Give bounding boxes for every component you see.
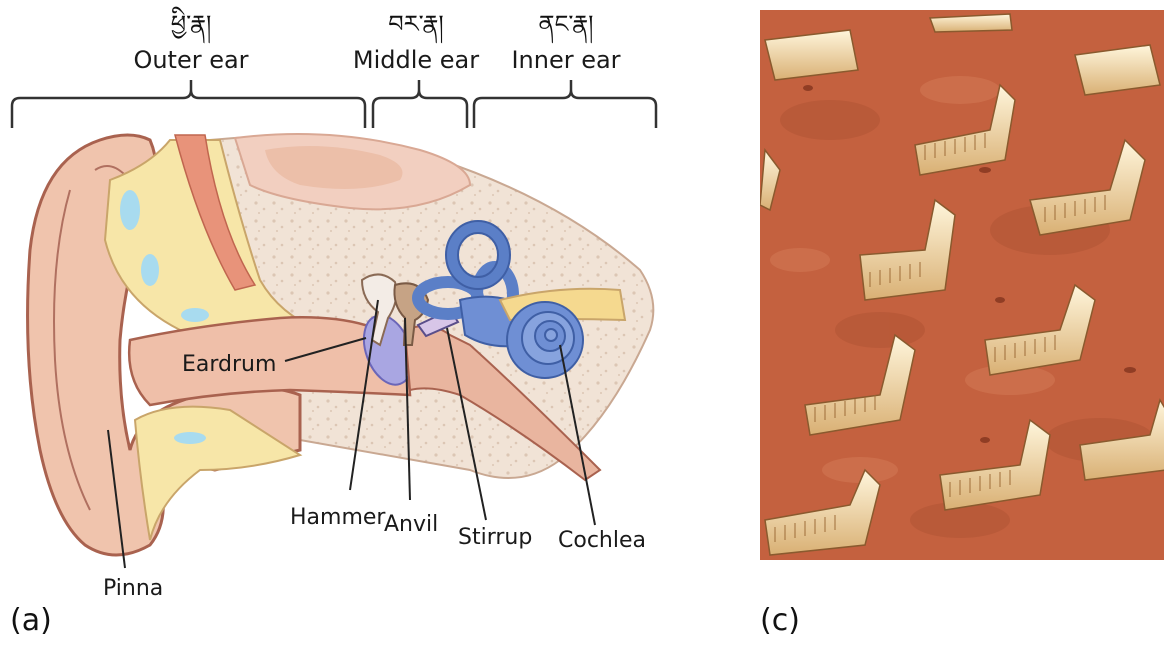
panel-c-label: (c) bbox=[760, 603, 800, 638]
section-headers: ཕྱི་རྣ། Outer ear བར་རྣ། Middle ear ནང་ར… bbox=[133, 6, 620, 74]
panel-a-label: (a) bbox=[10, 603, 52, 638]
hair-cell-micrograph bbox=[760, 10, 1164, 560]
anvil-label: Anvil bbox=[384, 512, 438, 537]
outer-ear-tibetan: ཕྱི་རྣ། bbox=[171, 6, 212, 44]
cochlea-label: Cochlea bbox=[558, 528, 646, 553]
pinna-label: Pinna bbox=[103, 576, 163, 601]
eardrum-label: Eardrum bbox=[182, 352, 276, 377]
cochlea-shape bbox=[507, 302, 583, 378]
outer-ear-brace bbox=[12, 80, 365, 128]
middle-ear-brace bbox=[373, 80, 467, 128]
middle-ear-tibetan: བར་རྣ། bbox=[388, 10, 444, 44]
hammer-label: Hammer bbox=[290, 505, 386, 530]
middle-ear-label: Middle ear bbox=[353, 46, 479, 74]
stirrup-label: Stirrup bbox=[458, 525, 532, 550]
section-braces bbox=[12, 80, 656, 128]
inner-ear-label: Inner ear bbox=[511, 46, 620, 74]
outer-ear-label: Outer ear bbox=[133, 46, 248, 74]
inner-ear-tibetan: ནང་རྣ། bbox=[538, 10, 593, 44]
inner-ear-brace bbox=[474, 80, 656, 128]
